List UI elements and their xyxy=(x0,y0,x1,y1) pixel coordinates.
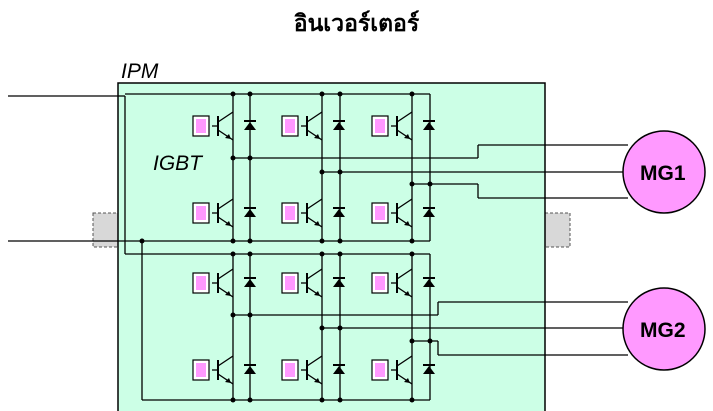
igbt-cell xyxy=(281,111,345,141)
mg2-label: MG2 xyxy=(640,319,686,342)
diagram-title: อินเวอร์เตอร์ xyxy=(293,11,420,37)
igbt-cell xyxy=(281,268,345,298)
igbt-cell xyxy=(192,268,256,298)
igbt-cell xyxy=(371,111,435,141)
right-connector xyxy=(544,212,571,248)
igbt-cell xyxy=(192,111,256,141)
igbt-cell xyxy=(281,198,345,228)
igbt-cell xyxy=(371,268,435,298)
power-leads xyxy=(8,93,430,401)
ipm-module xyxy=(117,82,546,411)
mg2-motor xyxy=(622,287,706,371)
igbt-label: IGBT xyxy=(153,152,204,175)
junction-dots xyxy=(139,91,433,403)
mg1-motor xyxy=(622,130,706,214)
igbt-switches xyxy=(192,111,435,385)
igbt-cell xyxy=(192,198,256,228)
igbt-cell xyxy=(371,198,435,228)
ipm-label: IPM xyxy=(121,60,159,83)
igbt-cell xyxy=(281,355,345,385)
igbt-cell xyxy=(192,355,256,385)
igbt-cell xyxy=(371,355,435,385)
mg1-label: MG1 xyxy=(640,162,686,185)
left-connector xyxy=(92,212,119,248)
